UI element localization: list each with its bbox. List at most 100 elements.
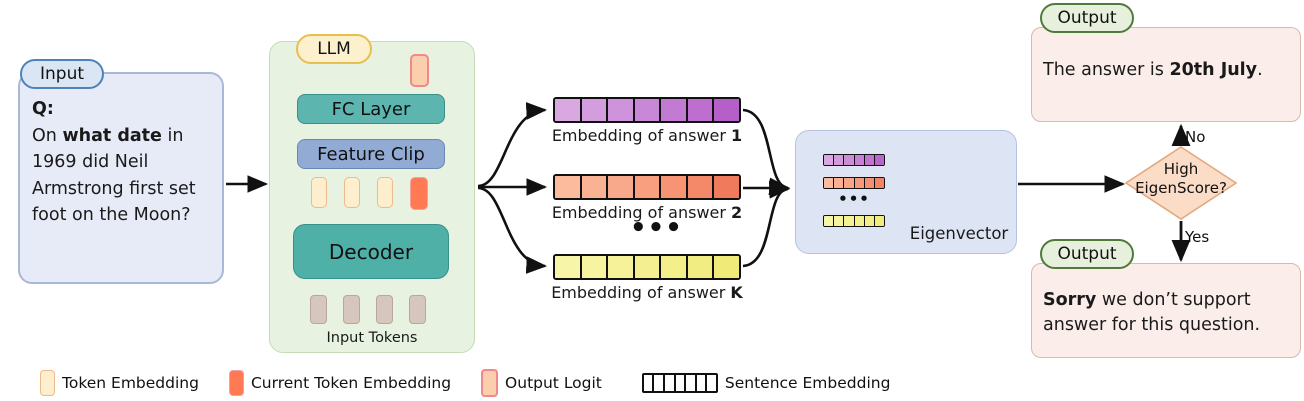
embedding-row-2	[553, 174, 741, 200]
embedding-ellipsis: •••	[630, 213, 683, 243]
llm-badge: LLM	[296, 34, 372, 64]
embedding-cell-3	[608, 256, 635, 278]
embedding-cell-6	[687, 99, 715, 121]
branch-label-yes: Yes	[1185, 228, 1210, 246]
embedding-cell-7	[714, 256, 739, 278]
embedding-label-3-prefix: Embedding of answer	[551, 283, 731, 302]
embedding-cell-2	[834, 178, 845, 188]
embedding-cell-5	[864, 178, 875, 188]
question-line1-bold: what date	[62, 125, 162, 146]
question-q-label: Q:	[32, 99, 54, 119]
decoder-block: Decoder	[293, 224, 449, 279]
output-badge-bottom: Output	[1040, 239, 1134, 269]
token-embedding-1	[311, 177, 327, 208]
input-card	[18, 72, 224, 284]
output-card-bottom	[1031, 263, 1301, 358]
embedding-cell-6	[874, 155, 884, 165]
legend-item-output-logit: Output Logit	[481, 369, 602, 397]
legend-item-current-token-embedding: Current Token Embedding	[228, 370, 452, 396]
embedding-row-3	[553, 254, 741, 280]
embedding-cell-1	[555, 99, 582, 121]
embedding-cell-5	[661, 99, 688, 121]
feature-clip-block: Feature Clip	[297, 139, 445, 169]
sentence-embedding-swatch-icon	[641, 373, 718, 393]
embedding-cell-3	[844, 178, 855, 188]
embedding-cell-4	[854, 216, 865, 226]
output-bottom-bold: Sorry	[1043, 290, 1097, 310]
matrix-row-3	[823, 215, 885, 227]
legend-item-token-embedding: Token Embedding	[40, 370, 199, 396]
embedding-cell-5	[661, 176, 688, 198]
matrix-ellipsis: •••	[838, 190, 870, 208]
embedding-cell-1	[555, 256, 582, 278]
embedding-label-2-index: 2	[731, 203, 743, 222]
legend-label-token-embedding: Token Embedding	[62, 374, 199, 392]
output-top-suffix: .	[1257, 60, 1263, 80]
embedding-label-2-prefix: Embedding of answer	[551, 203, 732, 222]
legend-label-current-token-embedding: Current Token Embedding	[250, 374, 452, 392]
output-badge-top: Output	[1040, 3, 1134, 33]
output-logit-swatch-icon	[481, 369, 499, 397]
embedding-cell-5	[661, 256, 688, 278]
embedding-cell-4	[634, 99, 662, 121]
embedding-label-1: Embedding of answer 1	[533, 126, 761, 145]
input-token-1	[310, 295, 327, 324]
embedding-cell-2	[581, 176, 609, 198]
input-token-4	[409, 295, 426, 324]
input-tokens-label: Input Tokens	[326, 330, 418, 346]
matrix-row-2	[823, 177, 885, 189]
embedding-cell-6	[687, 256, 715, 278]
embedding-cell-7	[714, 176, 739, 198]
embedding-row-1	[553, 97, 741, 123]
current-token-embedding	[410, 177, 428, 210]
output-bottom-rest: we don’t support answer for this questio…	[1043, 290, 1261, 336]
output-card-top	[1031, 27, 1301, 122]
decision-line-1: High	[1163, 160, 1199, 178]
embedding-label-3: Embedding of answer K	[533, 283, 761, 302]
legend-item-sentence-embedding: Sentence Embedding	[641, 373, 890, 393]
question-line1-c: in	[161, 125, 184, 146]
question-rest: 1969 did Neil Armstrong first set foot o…	[32, 152, 196, 226]
embedding-cell-5	[864, 155, 875, 165]
token-embedding-3	[377, 177, 393, 208]
embedding-cell-4	[854, 155, 865, 165]
embedding-cell-5	[864, 216, 875, 226]
output-text-top: The answer is 20th July.	[1043, 60, 1295, 80]
embedding-label-2: Embedding of answer 2	[533, 203, 761, 222]
embedding-cell-4	[634, 176, 662, 198]
decision-diamond-label: High EigenScore?	[1126, 160, 1236, 198]
embedding-cell-3	[608, 99, 635, 121]
embedding-cell-2	[581, 256, 609, 278]
embedding-cell-4	[854, 178, 865, 188]
branch-label-no: No	[1185, 128, 1206, 146]
embedding-cell-1	[824, 178, 835, 188]
embedding-cell-3	[844, 216, 855, 226]
input-question: Q: On what date in 1969 did Neil Armstro…	[32, 96, 220, 229]
output-logit-box	[410, 54, 429, 87]
current-token-embedding-swatch-icon	[228, 370, 244, 396]
embedding-cell-2	[581, 99, 609, 121]
output-text-bottom: Sorry we don’t support answer for this q…	[1043, 288, 1299, 339]
legend-label-output-logit: Output Logit	[505, 374, 602, 392]
embedding-cell-2	[834, 216, 845, 226]
legend: Token Embedding Current Token Embedding …	[0, 366, 1304, 400]
embedding-cell-4	[634, 256, 662, 278]
embedding-cell-6	[874, 216, 884, 226]
embedding-cell-2	[834, 155, 845, 165]
embedding-cell-6	[874, 178, 884, 188]
embedding-label-1-prefix: Embedding of answer	[551, 126, 732, 145]
token-embedding-2	[344, 177, 360, 208]
embedding-label-1-index: 1	[731, 126, 743, 145]
embedding-cell-1	[824, 155, 835, 165]
output-top-prefix: The answer is	[1043, 60, 1170, 80]
embedding-cell-1	[824, 216, 835, 226]
output-top-answer: 20th July	[1169, 60, 1258, 80]
embedding-cell-3	[608, 176, 635, 198]
embedding-cell-7	[714, 99, 739, 121]
embedding-cell-1	[555, 176, 582, 198]
eigenscore-panel	[795, 130, 1017, 254]
question-line1-a: On	[32, 125, 63, 146]
eigenvector-label: Eigenvector	[909, 224, 1009, 243]
token-embedding-swatch-icon	[40, 370, 55, 396]
